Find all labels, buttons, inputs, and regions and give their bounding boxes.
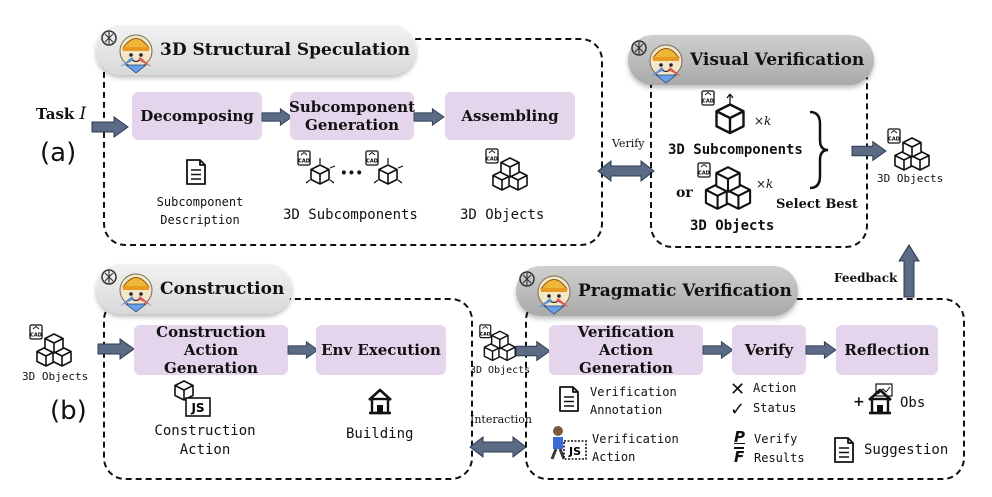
construction-title: Construction bbox=[160, 279, 285, 299]
ai-logo-icon-3 bbox=[101, 269, 117, 285]
vv-subcomponent-icon bbox=[701, 90, 745, 135]
vv-objects-label: 3D Objects bbox=[690, 218, 775, 234]
obs-label: Obs bbox=[900, 395, 926, 411]
step-verify: Verify bbox=[732, 325, 806, 375]
fail-letter-icon: F bbox=[734, 447, 745, 466]
ai-logo-icon-2 bbox=[631, 40, 647, 56]
output-objects-label: 3D Objects bbox=[877, 172, 944, 185]
select-best-label: Select Best bbox=[776, 197, 858, 212]
pragmatic-title: Pragmatic Verification bbox=[578, 281, 792, 301]
action-item: Action bbox=[753, 381, 797, 395]
feedback-arrow bbox=[898, 244, 920, 298]
verify-label: Verify bbox=[612, 137, 645, 150]
document-icon bbox=[186, 159, 206, 185]
feedback-label: Feedback bbox=[834, 271, 898, 285]
output-objects-icon bbox=[887, 128, 934, 174]
arrow-input-to-construction bbox=[97, 338, 135, 360]
row-label-b: (b) bbox=[50, 396, 87, 426]
suggestion-label: Suggestion bbox=[864, 442, 949, 458]
subcomponents-label: 3D Subcomponents bbox=[283, 207, 418, 223]
status-item: Status bbox=[753, 401, 797, 415]
assembled-objects-icon bbox=[485, 148, 532, 194]
arrow-generation-to-verify bbox=[702, 341, 734, 359]
vv-multiplier-1: ×k bbox=[754, 114, 772, 128]
select-brace bbox=[809, 110, 829, 190]
vv-or: or bbox=[676, 185, 693, 201]
task-label: Task I bbox=[36, 104, 87, 124]
step-construction-action-generation: Construction Action Generation bbox=[134, 323, 288, 377]
pv-input-objects-label: 3D Objects bbox=[470, 365, 531, 376]
step-assembling: Assembling bbox=[445, 92, 575, 140]
step-verification-action-generation: Verification Action Generation bbox=[549, 323, 703, 377]
subcomponent-cube-icon-2 bbox=[365, 150, 404, 185]
suggestion-document-icon bbox=[834, 437, 854, 463]
input-objects-label: 3D Objects bbox=[22, 370, 89, 383]
pass-letter-icon: P bbox=[734, 428, 745, 446]
plus-sign: + bbox=[853, 394, 865, 410]
subcomponent-cube-icon bbox=[297, 150, 336, 185]
check-icon: ✓ bbox=[730, 399, 746, 420]
step-decomposing: Decomposing bbox=[132, 92, 262, 140]
objects-label: 3D Objects bbox=[460, 207, 545, 223]
ai-logo-icon bbox=[101, 30, 117, 46]
pv-input-objects-icon bbox=[479, 324, 518, 364]
arrow-verify-to-reflection bbox=[805, 341, 837, 359]
visual-title-pill: Visual Verification bbox=[628, 35, 874, 85]
svg-text:JS: JS bbox=[190, 401, 204, 415]
building-label: Building bbox=[346, 426, 414, 442]
agent-avatar-icon-3 bbox=[119, 273, 153, 313]
arrow-pv-input bbox=[515, 341, 551, 361]
verification-code-icon: JS bbox=[550, 426, 587, 460]
verification-action-label: Verification Action bbox=[592, 432, 679, 464]
javascript-code-icon: JS bbox=[174, 380, 211, 417]
step-env-execution: Env Execution bbox=[316, 325, 446, 375]
construction-action-label: Construction Action bbox=[154, 423, 256, 458]
verify-double-arrow bbox=[597, 159, 655, 183]
observation-icon bbox=[867, 383, 893, 415]
arrow-task-to-decomposing bbox=[91, 116, 129, 138]
verify-results-label: Verify Results bbox=[754, 432, 805, 465]
vv-subcomponents-label: 3D Subcomponents bbox=[668, 142, 803, 158]
svg-text:JS: JS bbox=[568, 445, 581, 458]
agent-avatar-icon-2 bbox=[649, 44, 683, 84]
cross-icon: ✕ bbox=[730, 379, 746, 400]
annotation-document-icon bbox=[559, 386, 579, 412]
row-label-a: (a) bbox=[40, 138, 77, 168]
subcomponent-description: Subcomponent Description bbox=[156, 195, 244, 227]
speculation-title: 3D Structural Speculation bbox=[160, 40, 411, 60]
input-objects-icon bbox=[29, 324, 76, 370]
visual-title: Visual Verification bbox=[690, 50, 865, 70]
ai-logo-icon-4 bbox=[519, 271, 535, 287]
step-reflection: Reflection bbox=[836, 325, 938, 375]
vv-objects-icon bbox=[697, 162, 756, 216]
arrow-to-output bbox=[851, 141, 887, 161]
building-icon bbox=[367, 388, 393, 415]
vv-multiplier-2: ×k bbox=[756, 177, 774, 191]
speculation-title-pill: 3D Structural Speculation bbox=[96, 25, 416, 75]
pragmatic-title-pill: Pragmatic Verification bbox=[516, 266, 798, 316]
interaction-label: Interaction bbox=[470, 413, 532, 426]
arrow-generation-to-assembling bbox=[413, 108, 445, 126]
step-subcomponent-generation: Subcomponent Generation bbox=[289, 92, 415, 140]
verification-annotation-label: Verification Annotation bbox=[590, 385, 677, 417]
interaction-double-arrow bbox=[469, 435, 527, 459]
agent-avatar-icon bbox=[119, 34, 153, 74]
ellipsis: ··· bbox=[340, 160, 363, 186]
construction-title-pill: Construction bbox=[96, 264, 292, 314]
agent-avatar-icon-4 bbox=[537, 275, 571, 315]
arrow-decomposing-to-generation bbox=[261, 108, 293, 126]
arrow-construction-to-env bbox=[287, 341, 319, 359]
